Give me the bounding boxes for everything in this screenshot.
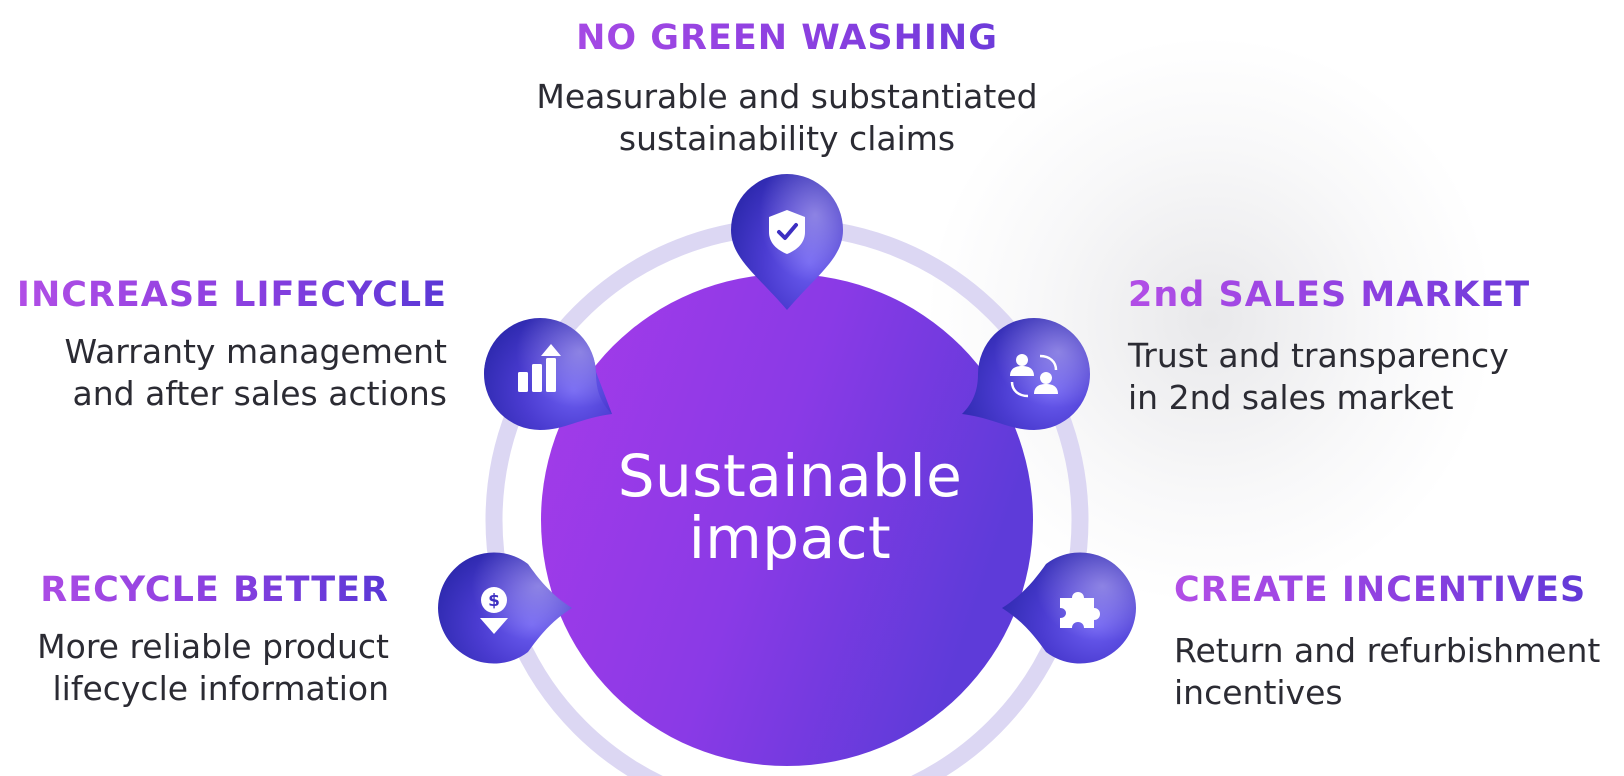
desc-2nd-sales-market: Trust and transparency in 2nd sales mark… (1128, 335, 1608, 419)
center-title-line1: Sustainable (617, 442, 963, 510)
desc-recycle-better-line2: lifecycle information (52, 669, 390, 708)
desc-increase-lifecycle-line1: Warranty management (64, 332, 447, 371)
desc-create-incentives-line1: Return and refurbishment (1174, 631, 1601, 670)
center-circle (541, 274, 1033, 766)
heading-increase-lifecycle: INCREASE LIFECYCLE (10, 275, 447, 315)
pin-lower-left: $ (438, 552, 572, 664)
desc-no-green-washing-line1: Measurable and substantiated (536, 77, 1038, 116)
heading-recycle-better: RECYCLE BETTER (6, 570, 389, 610)
block-no-green-washing: NO GREEN WASHING Measurable and substant… (460, 18, 1114, 160)
shield-check-icon (769, 210, 805, 254)
block-2nd-sales-market: 2nd SALES MARKET Trust and transparency … (1128, 275, 1608, 419)
bar-chart-up-icon (518, 344, 561, 392)
desc-recycle-better: More reliable product lifecycle informat… (6, 626, 389, 710)
desc-increase-lifecycle-line2: and after sales actions (72, 374, 447, 413)
svg-text:$: $ (488, 591, 500, 611)
dollar-down-icon: $ (480, 587, 508, 634)
users-exchange-icon (1010, 354, 1058, 398)
desc-recycle-better-line1: More reliable product (37, 627, 389, 666)
center-title: Sustainable impact (540, 445, 1040, 569)
block-create-incentives: CREATE INCENTIVES Return and refurbishme… (1174, 570, 1614, 714)
pin-top (731, 174, 843, 310)
desc-no-green-washing: Measurable and substantiated sustainabil… (460, 76, 1114, 160)
desc-create-incentives-line2: incentives (1174, 673, 1343, 712)
pin-upper-left (484, 318, 612, 430)
desc-create-incentives: Return and refurbishment incentives (1174, 630, 1614, 714)
block-recycle-better: RECYCLE BETTER More reliable product lif… (6, 570, 389, 710)
desc-2nd-sales-market-line2: in 2nd sales market (1128, 378, 1454, 417)
pin-upper-right (962, 318, 1090, 430)
heading-create-incentives: CREATE INCENTIVES (1174, 570, 1614, 610)
pin-lower-right (1002, 552, 1136, 664)
puzzle-piece-icon (1060, 592, 1100, 628)
heading-2nd-sales-market: 2nd SALES MARKET (1128, 275, 1608, 315)
desc-2nd-sales-market-line1: Trust and transparency (1128, 336, 1509, 375)
center-title-line2: impact (688, 504, 892, 572)
desc-no-green-washing-line2: sustainability claims (618, 119, 956, 158)
block-increase-lifecycle: INCREASE LIFECYCLE Warranty management a… (10, 275, 447, 415)
desc-increase-lifecycle: Warranty management and after sales acti… (10, 331, 447, 415)
heading-no-green-washing: NO GREEN WASHING (460, 18, 1114, 58)
